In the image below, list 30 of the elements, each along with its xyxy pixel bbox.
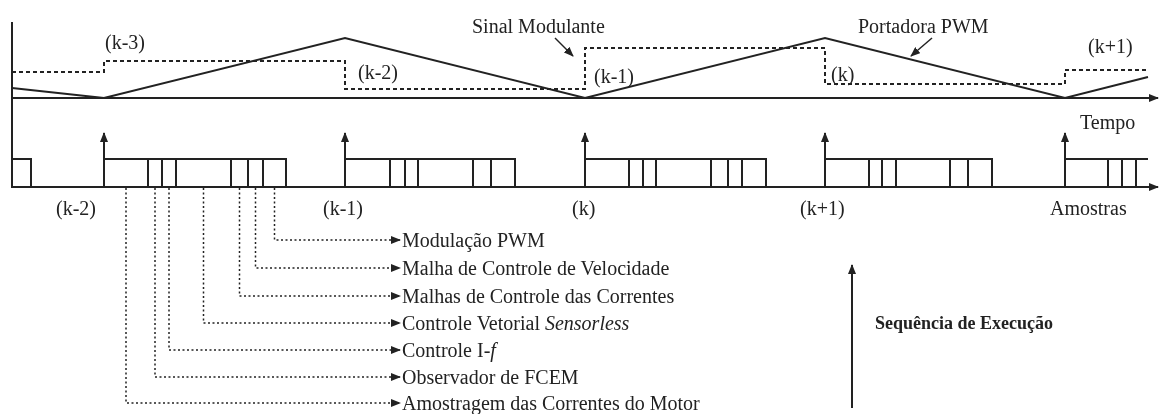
- task-label: Malha de Controle de Velocidade: [402, 256, 670, 280]
- sample-index-label: (k): [572, 196, 596, 220]
- leader-line: [238, 187, 401, 300]
- leader-line: [554, 37, 574, 57]
- leader-line: [273, 187, 401, 244]
- axis-label: Tempo: [1080, 110, 1136, 134]
- task-label: Controle Vetorial Sensorless: [402, 311, 630, 335]
- task-label: Observador de FCEM: [402, 365, 579, 389]
- leader-line: [168, 187, 401, 354]
- leader-line: [910, 37, 933, 57]
- leader-line: [254, 187, 401, 272]
- sample-index-label: (k-2): [358, 60, 398, 84]
- waveform-label: Portadora PWM: [858, 14, 989, 38]
- task-label: Modulação PWM: [402, 228, 545, 252]
- sample-index-label: (k-3): [105, 30, 145, 54]
- sample-index-label: (k-2): [56, 196, 96, 220]
- leader-line: [154, 187, 401, 381]
- task-label: Amostragem das Correntes do Motor: [402, 391, 700, 414]
- task-label: Controle I-f: [402, 338, 496, 362]
- sample-index-label: (k-1): [594, 64, 634, 88]
- axis-label: Amostras: [1050, 196, 1127, 220]
- sequence-label: Sequência de Execução: [875, 312, 1053, 335]
- time-slot-box: [262, 158, 287, 188]
- sample-index-label: (k+1): [1088, 34, 1133, 58]
- sample-index-label: (k+1): [800, 196, 845, 220]
- task-label: Malhas de Controle das Correntes: [402, 284, 675, 308]
- waveform-label: Sinal Modulante: [472, 14, 605, 38]
- leader-line: [125, 187, 401, 407]
- leader-line: [202, 187, 401, 327]
- sample-index-label: (k-1): [323, 196, 363, 220]
